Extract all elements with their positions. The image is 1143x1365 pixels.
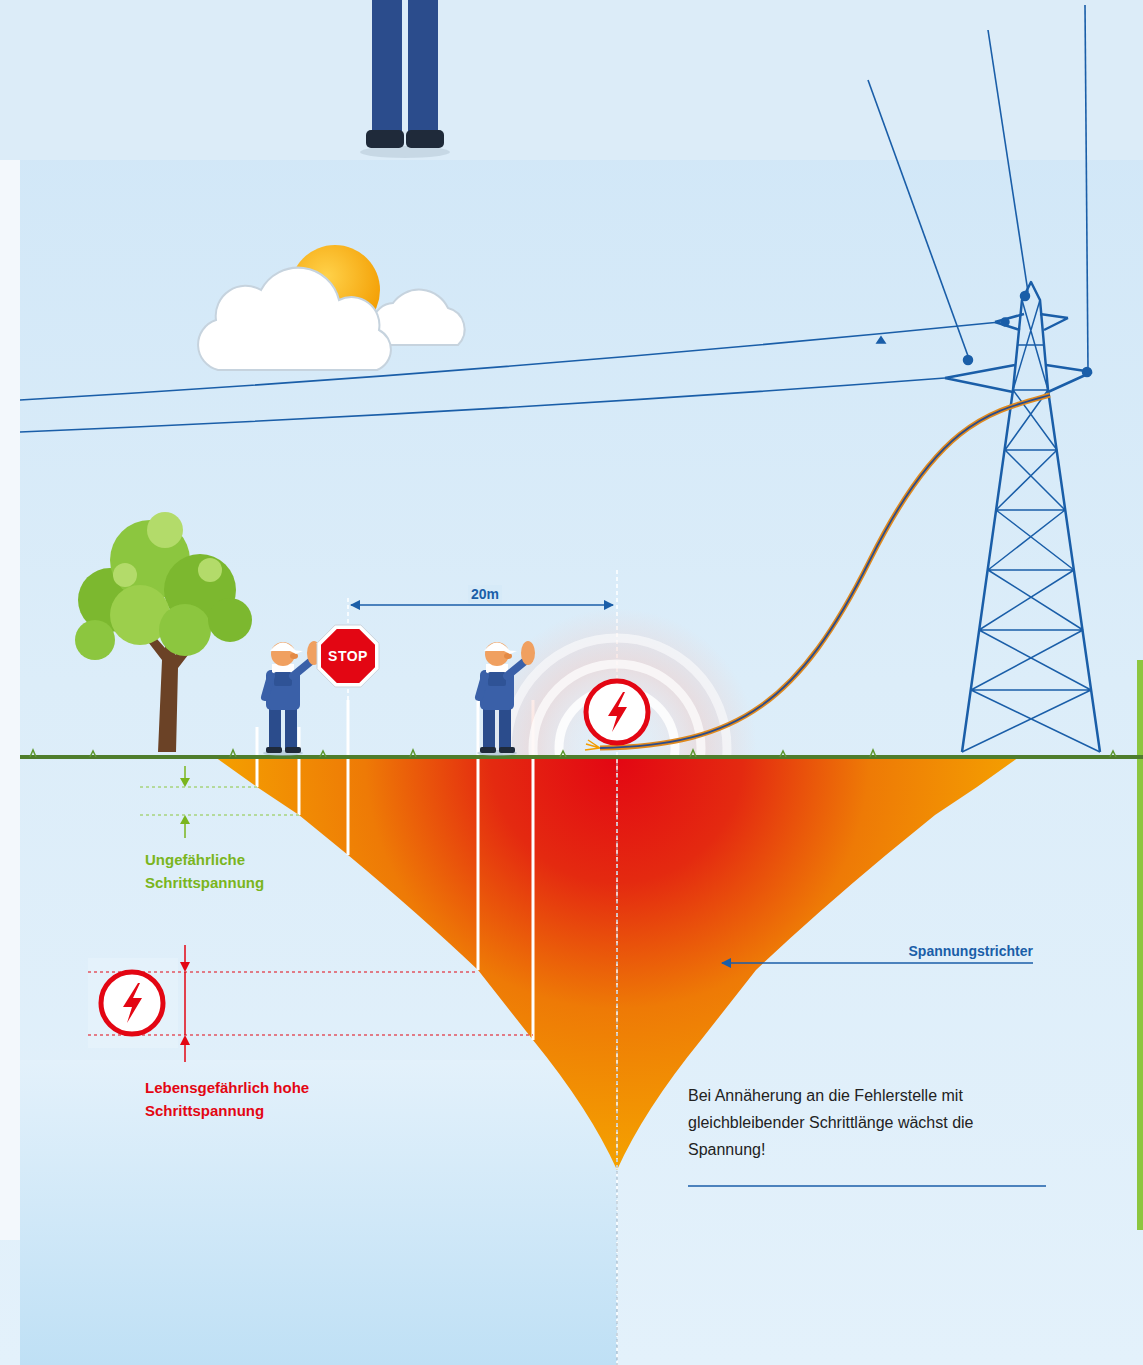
side-bar bbox=[1137, 660, 1143, 1230]
tree bbox=[75, 512, 252, 752]
left-strip bbox=[0, 160, 20, 1240]
stop-sign: STOP bbox=[317, 625, 379, 687]
pylon bbox=[945, 282, 1100, 752]
funnel-label: Spannungstrichter bbox=[909, 942, 1033, 960]
sun-cloud bbox=[198, 245, 465, 370]
power-lines bbox=[20, 5, 1088, 432]
sign-text: STOP bbox=[328, 648, 368, 664]
worker-figure bbox=[477, 641, 535, 756]
hazard-icon bbox=[586, 681, 648, 743]
safe-step-marker bbox=[140, 766, 299, 838]
worker-legs bbox=[360, 0, 450, 158]
danger-step-marker bbox=[88, 945, 533, 1062]
dimension-label: 20m bbox=[468, 585, 502, 603]
fallen-cable bbox=[585, 395, 1050, 750]
worker-figure bbox=[263, 641, 321, 756]
sign-face bbox=[321, 629, 375, 683]
leader-line bbox=[722, 962, 1033, 964]
sign-rim bbox=[317, 625, 379, 687]
top-band bbox=[0, 0, 1143, 160]
ground bbox=[20, 750, 1143, 757]
safe-step-label: Ungefährliche Schrittspannung bbox=[145, 848, 305, 895]
center-line bbox=[617, 757, 618, 1365]
note-text: Bei Annäherung an die Fehlerstelle mit g… bbox=[688, 1082, 988, 1164]
note-rule bbox=[688, 1185, 1046, 1187]
lower-panel bbox=[20, 1060, 617, 1365]
fault-rings bbox=[477, 608, 757, 756]
dimension-line bbox=[351, 604, 613, 606]
danger-step-label: Lebensgefährlich hohe Schrittspannung bbox=[145, 1076, 335, 1123]
